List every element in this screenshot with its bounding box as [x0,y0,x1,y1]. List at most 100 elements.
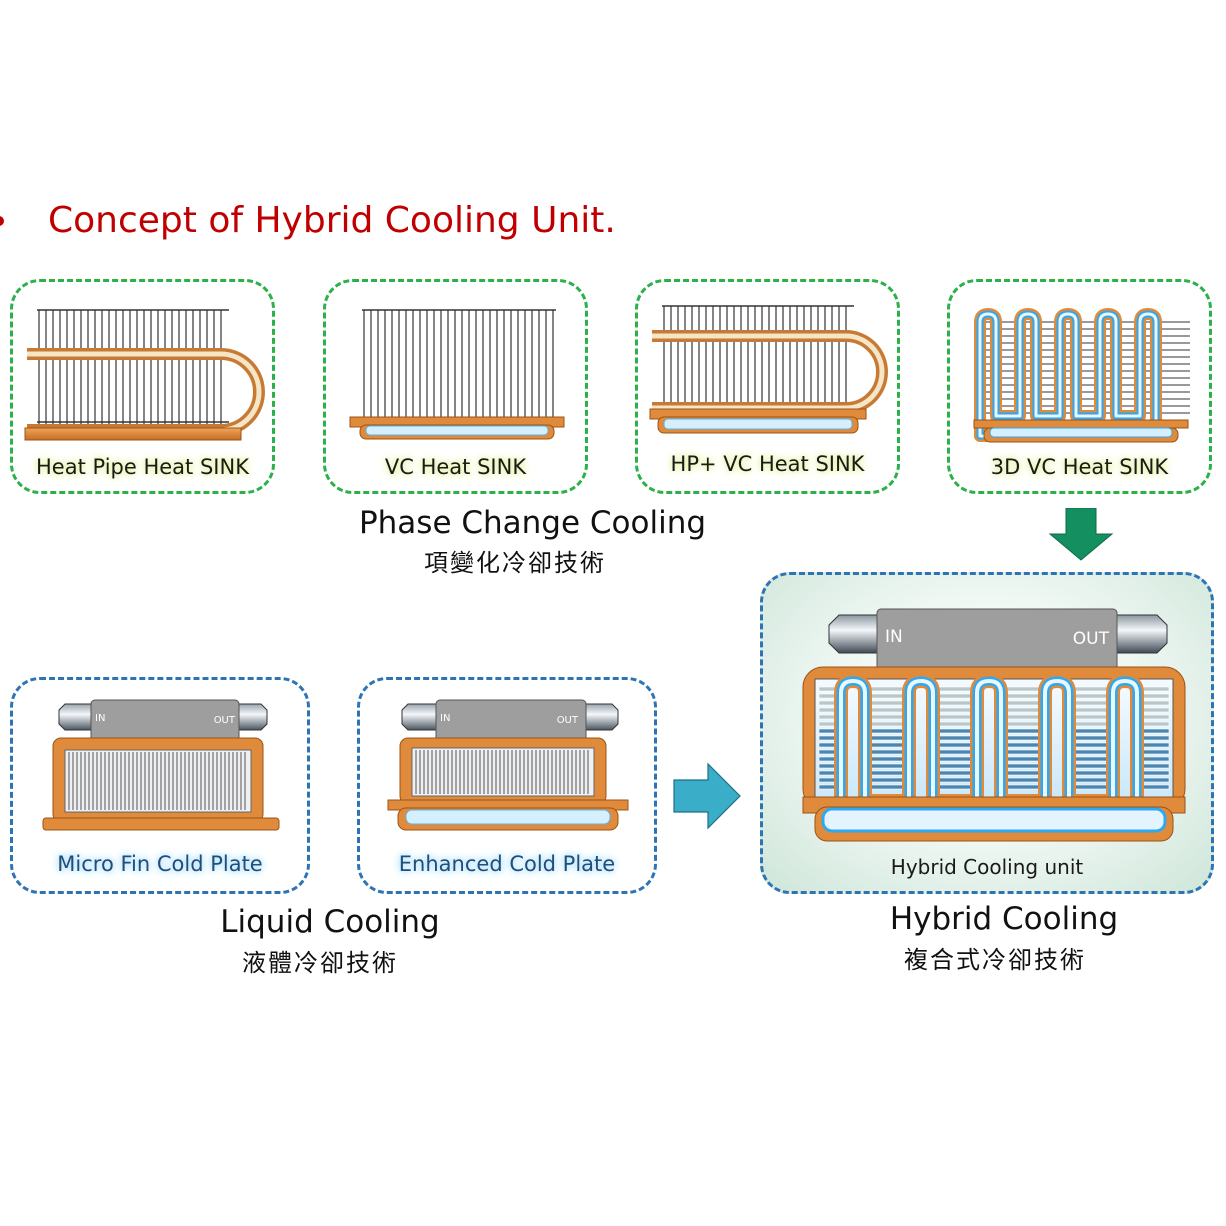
fin [1072,770,1110,776]
fin [936,707,974,713]
fin [936,686,974,692]
fin [1072,686,1110,692]
fin [1140,728,1170,734]
hp-vc-heat-sink-illustration [649,305,888,434]
fin [868,763,906,769]
fin [1072,777,1110,783]
card-3d-vc-heat-sink: 3D VC Heat SINK [947,279,1212,494]
hybrid-cooling-caption-zh: 複合式冷卻技術 [904,946,1086,974]
phase-change-caption: Phase Change Cooling [358,505,707,541]
fin [868,686,906,692]
fin [936,728,974,734]
fin [868,735,906,741]
fin [936,693,974,699]
fin [1072,756,1110,762]
fin [1140,742,1170,748]
fin [936,714,974,720]
fin [1140,714,1170,720]
fin [868,742,906,748]
card-label: HP+ VC Heat SINK [670,452,865,476]
card-vc-heat-sink: VC Heat SINK [323,279,588,494]
liquid-cooling-caption-zh: 液體冷卻技術 [242,949,398,977]
fin [868,777,906,783]
fin [1140,784,1170,790]
card-hp-vc-heat-sink: HP+ VC Heat SINK [635,279,900,494]
fin [868,714,906,720]
card-label: VC Heat SINK [384,455,527,479]
outlet-label: OUT [1073,629,1110,649]
page-title: Concept of Hybrid Cooling Unit. [48,200,616,241]
vc-heat-sink-illustration [349,309,565,440]
fin [868,728,906,734]
card-label: Enhanced Cold Plate [398,852,616,876]
fin [1072,735,1110,741]
fin [936,749,974,755]
outlet-label: OUT [214,715,236,726]
fin [1140,735,1170,741]
fin [1072,721,1110,727]
card-label: 3D VC Heat SINK [990,455,1169,479]
fin [1004,756,1042,762]
fin [1072,763,1110,769]
fin [1004,770,1042,776]
fin [1072,693,1110,699]
hybrid-cooling-caption: Hybrid Cooling [889,901,1119,937]
down-arrow-icon [1048,508,1114,561]
fin [868,721,906,727]
fin [1072,742,1110,748]
title-bullet [0,216,4,226]
fin [936,735,974,741]
fin [936,770,974,776]
heat-pipe-heat-sink-illustration [24,309,265,441]
fin [1140,707,1170,713]
fin [1140,770,1170,776]
fin [936,777,974,783]
fin [868,784,906,790]
fin [868,693,906,699]
fin [936,721,974,727]
fin [1072,714,1110,720]
inlet-label: IN [440,713,450,724]
fin [1140,693,1170,699]
fin [1004,735,1042,741]
fin [868,707,906,713]
outlet-label: OUT [557,715,579,726]
liquid-cooling-caption: Liquid Cooling [220,904,440,940]
card-label: Hybrid Cooling unit [890,855,1084,879]
fin [1004,777,1042,783]
3d-vc-heat-sink-illustration [973,308,1190,443]
fin [1004,742,1042,748]
fin [868,749,906,755]
fin [1072,707,1110,713]
card-label: Micro Fin Cold Plate [57,852,263,876]
card-micro-fin-cold-plate: IN OUT Micro Fin Cold Plate [10,677,310,894]
fin [1140,756,1170,762]
inlet-label: IN [95,713,105,724]
card-enhanced-cold-plate: IN OUT Enhanced Cold Plate [357,677,657,894]
fin [1004,686,1042,692]
card-hybrid-cooling-unit: IN OUT Hybrid Cooling unit [760,572,1214,894]
card-label: Heat Pipe Heat SINK [36,455,249,479]
fin [936,763,974,769]
fin [1140,777,1170,783]
phase-change-caption-zh: 項變化冷卻技術 [424,549,606,577]
fin [1004,707,1042,713]
hybrid-cooling-unit-illustration: IN OUT [802,608,1186,842]
fin [1004,728,1042,734]
right-arrow-icon [673,762,741,830]
fin [1140,686,1170,692]
fin [1004,693,1042,699]
fin [1004,700,1042,706]
fin [1004,721,1042,727]
fin [868,700,906,706]
inlet-label: IN [885,627,903,647]
fin [1072,700,1110,706]
fin [1004,749,1042,755]
fin [936,784,974,790]
fin [1004,714,1042,720]
fin [1140,749,1170,755]
fin [1140,721,1170,727]
fin [1072,749,1110,755]
fin [868,770,906,776]
fin [1004,784,1042,790]
